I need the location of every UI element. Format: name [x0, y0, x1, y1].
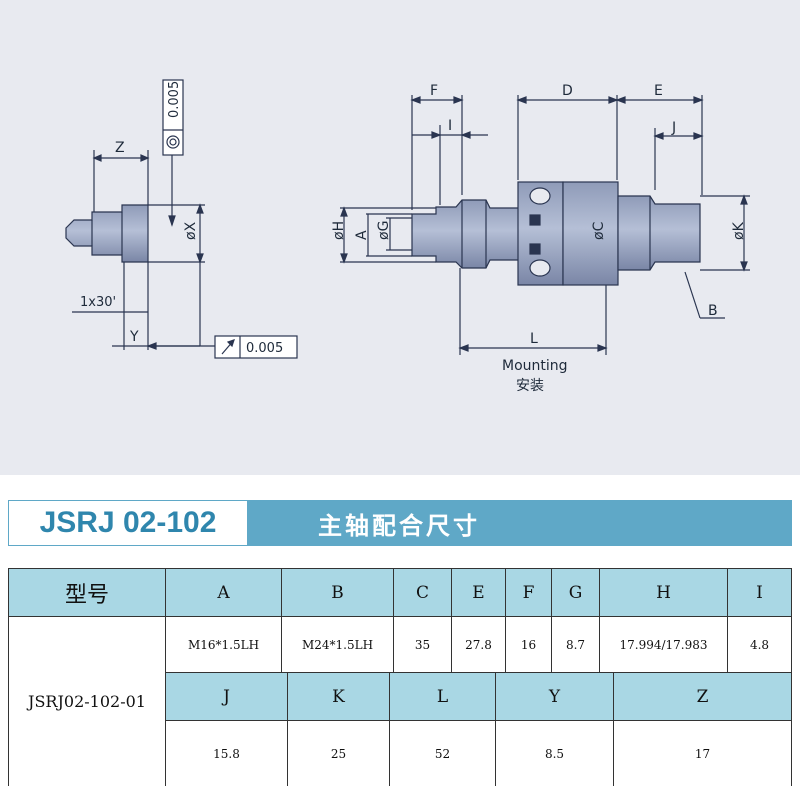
adapter-assembly-view — [340, 95, 750, 355]
header-h: H — [600, 569, 728, 617]
value-i: 4.8 — [728, 617, 791, 673]
dim-f-label: F — [430, 83, 438, 99]
spindle-nose-view — [65, 79, 298, 359]
dim-d-label: D — [562, 83, 573, 99]
title-banner: JSRJ 02-102 主轴配合尺寸 — [8, 500, 792, 546]
value-e: 27.8 — [452, 617, 506, 673]
dim-h-label: øH — [331, 221, 347, 240]
dim-j-label: J — [671, 120, 676, 136]
model-value: JSRJ02-102-01 — [9, 617, 166, 786]
value-f: 16 — [506, 617, 552, 673]
mounting-label-cn: 安装 — [516, 378, 544, 394]
header-g: G — [552, 569, 600, 617]
dim-c-label: øC — [591, 221, 607, 240]
mounting-label: Mounting — [502, 358, 568, 374]
drawing-svg: Z øX 1x30' Y 0.005 0.005 — [65, 79, 750, 394]
dim-z-label: Z — [115, 140, 125, 156]
dim-l-label: L — [530, 331, 538, 347]
value-y: 8.5 — [496, 721, 614, 786]
header-c: C — [394, 569, 452, 617]
value-l: 52 — [390, 721, 496, 786]
value-h: 17.994/17.983 — [600, 617, 728, 673]
value-z: 17 — [614, 721, 791, 786]
header-j: J — [166, 673, 288, 721]
dim-y-label: Y — [129, 329, 139, 345]
value-j: 15.8 — [166, 721, 288, 786]
dim-b-label: B — [708, 303, 718, 319]
chamfer-label: 1x30' — [80, 295, 116, 310]
model-header: 型号 — [9, 569, 166, 617]
runout-tolerance: 0.005 — [246, 341, 283, 356]
header-a: A — [166, 569, 282, 617]
header-i: I — [728, 569, 791, 617]
dim-i-label: I — [448, 118, 452, 134]
header-l: L — [390, 673, 496, 721]
value-b: M24*1.5LH — [282, 617, 394, 673]
dim-a-label: A — [354, 230, 370, 240]
banner-title: 主轴配合尺寸 — [318, 511, 480, 540]
value-c: 35 — [394, 617, 452, 673]
spec-table: 型号 JSRJ02-102-01 A B C E F G H I M16*1.5… — [8, 568, 792, 786]
dim-g-label: øG — [376, 221, 392, 240]
technical-drawing: Z øX 1x30' Y 0.005 0.005 — [0, 0, 800, 475]
dim-e-label: E — [654, 83, 663, 99]
header-f: F — [506, 569, 552, 617]
concentricity-tolerance: 0.005 — [167, 81, 182, 118]
dim-x-label: øX — [183, 221, 199, 240]
value-k: 25 — [288, 721, 390, 786]
header-z: Z — [614, 673, 791, 721]
dim-k-label: øK — [731, 221, 747, 240]
value-a: M16*1.5LH — [166, 617, 282, 673]
header-y: Y — [496, 673, 614, 721]
header-k: K — [288, 673, 390, 721]
value-g: 8.7 — [552, 617, 600, 673]
header-b: B — [282, 569, 394, 617]
banner-model-number: JSRJ 02-102 — [8, 500, 248, 546]
header-e: E — [452, 569, 506, 617]
